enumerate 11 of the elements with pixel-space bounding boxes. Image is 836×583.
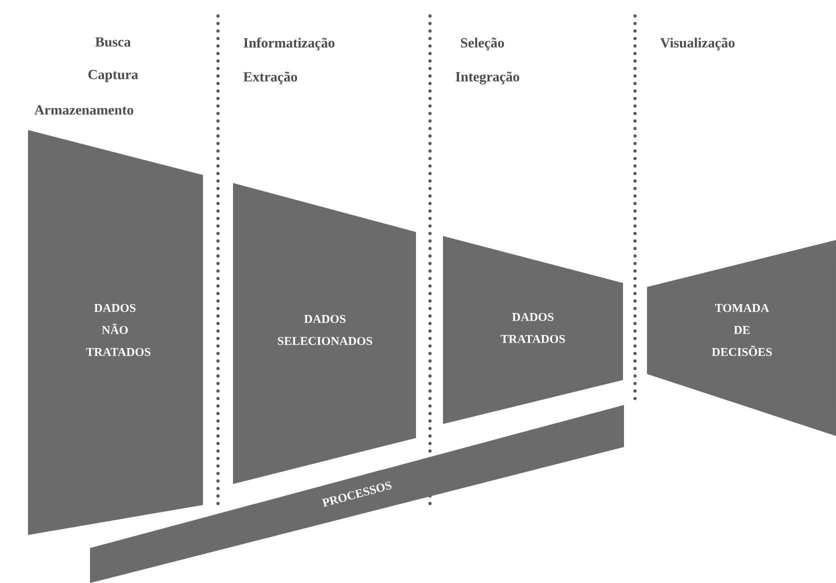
column-heading: Armazenamento <box>34 105 134 115</box>
column-heading: Seleção <box>460 38 504 50</box>
column-heading: Busca <box>95 37 131 47</box>
column-heading: Extração <box>243 72 298 84</box>
funnel-block: DADOS NÃO TRATADOS <box>28 130 203 535</box>
column-heading: Captura <box>88 70 138 82</box>
column-heading: Integração <box>456 72 520 84</box>
funnel-block: TOMADA DE DECISÕES <box>647 240 836 436</box>
column-heading: Visualização <box>660 38 735 50</box>
funnel-block: DADOS TRATADOS <box>443 236 623 424</box>
column-heading: Informatização <box>244 38 334 50</box>
